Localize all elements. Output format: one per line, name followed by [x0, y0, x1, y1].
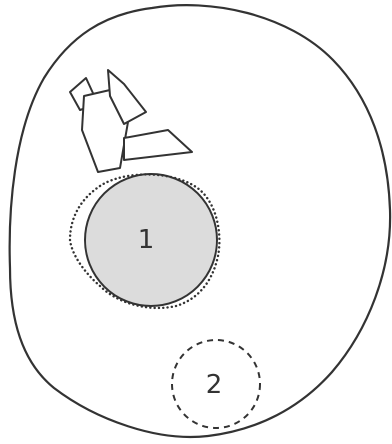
region-1-label: 1	[138, 225, 155, 255]
region-2-label: 2	[206, 370, 223, 400]
fragments-group	[70, 70, 192, 172]
fragment-4	[124, 130, 192, 160]
